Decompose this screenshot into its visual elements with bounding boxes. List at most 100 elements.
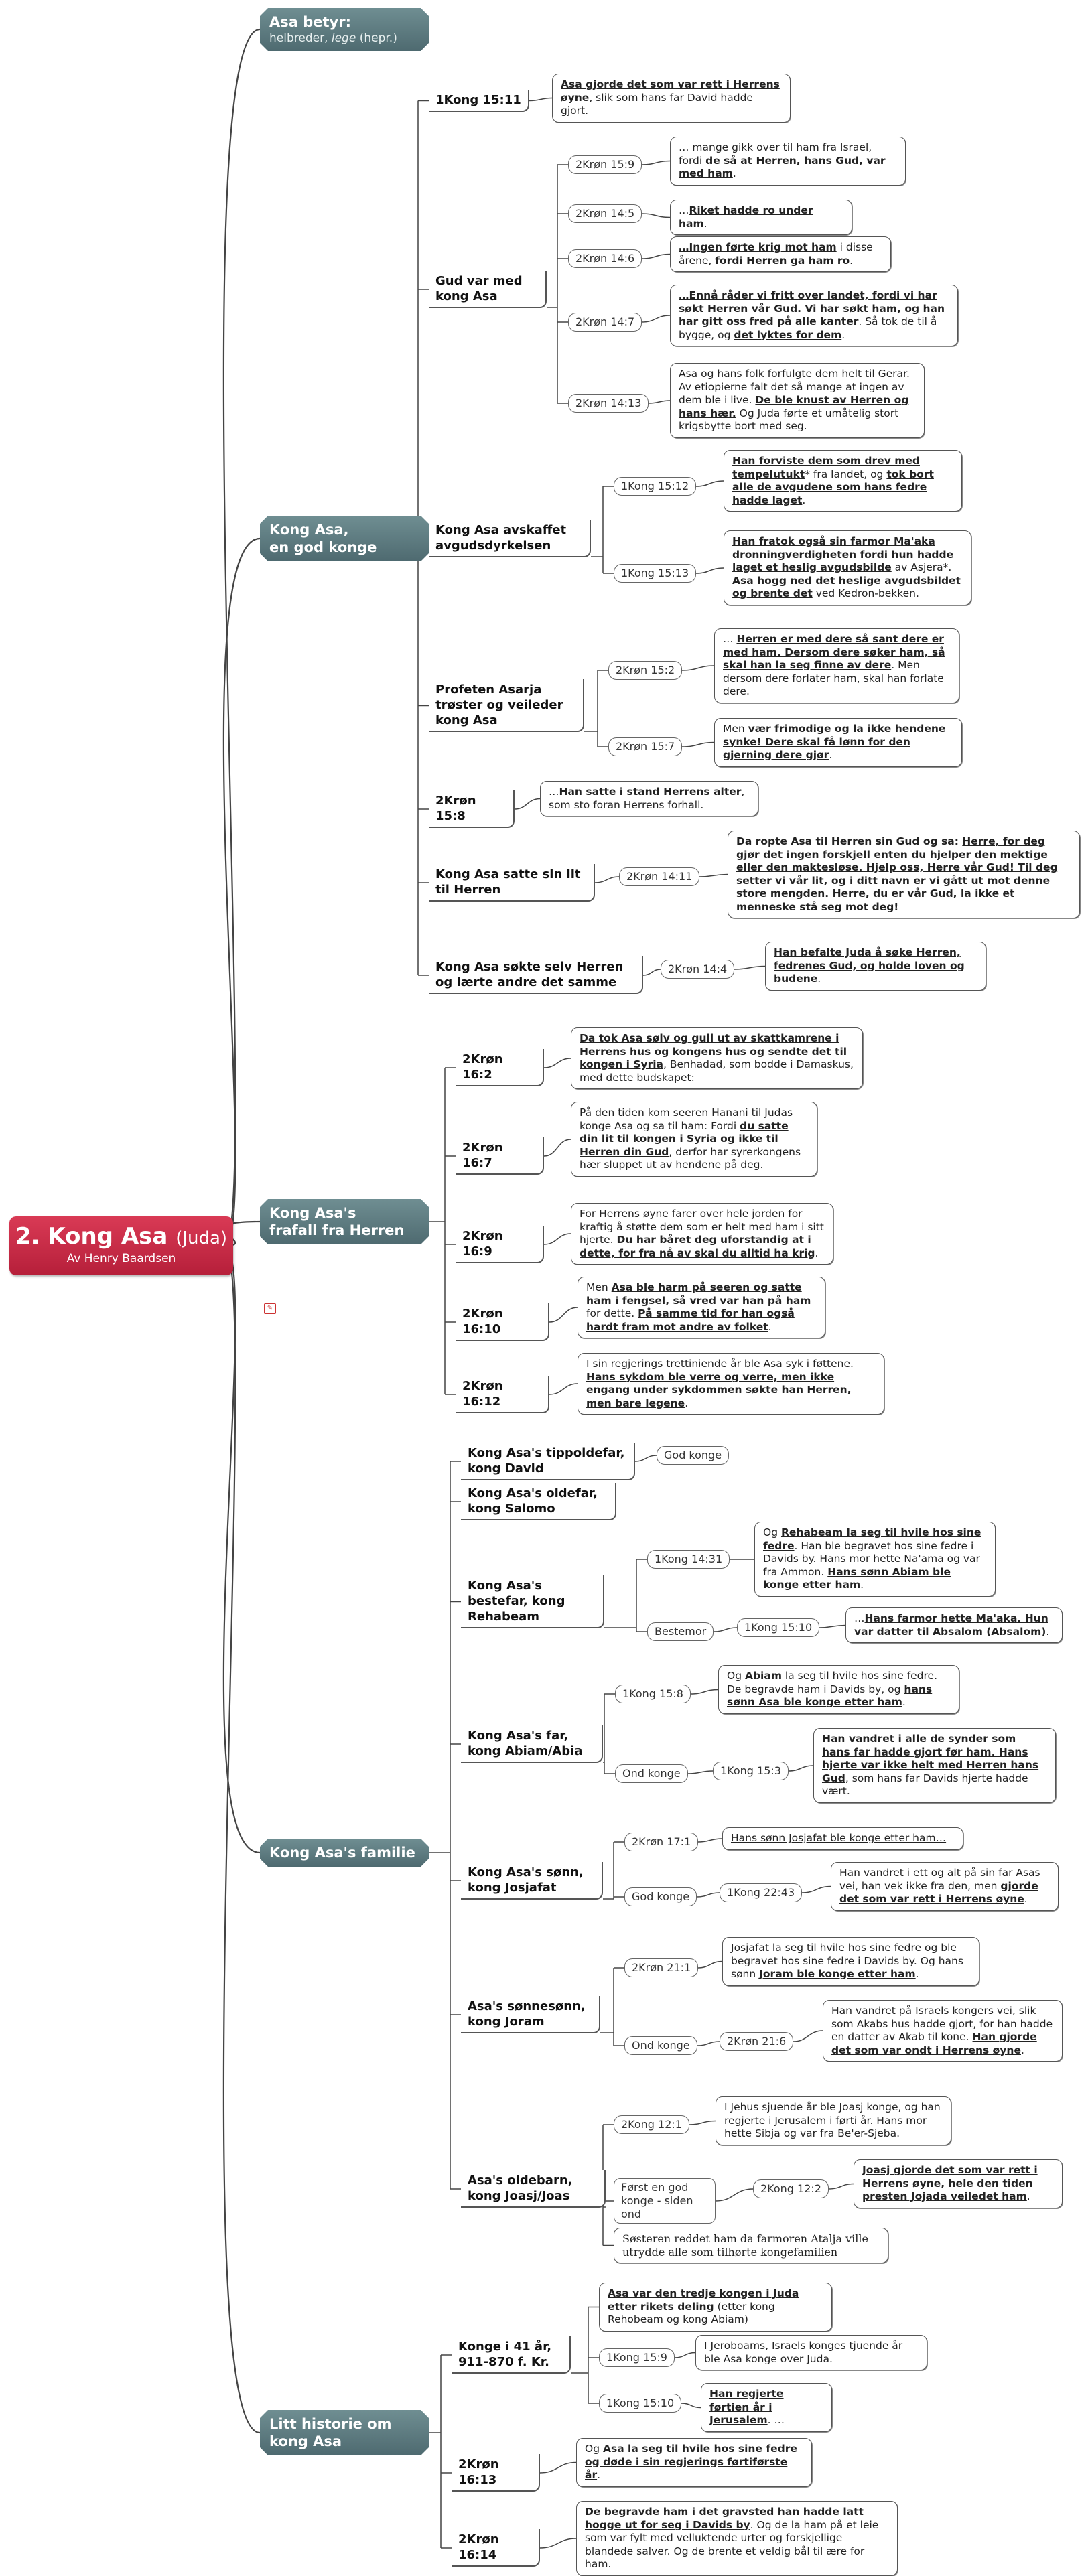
note-1kong-15-11[interactable]: Asa gjorde det som var rett i Herrens øy… [552,74,791,123]
topic-profet[interactable]: Profeten Asarja trøster og veileder kong… [429,679,584,732]
note-2kron-15-8[interactable]: …Han satte i stand Herrens alter, som st… [540,781,758,816]
t: . [829,749,833,761]
note-2kron-15-2[interactable]: … Herren er med dere så sant dere er med… [714,628,959,703]
note-1kong-15-10-hist[interactable]: Han regjerte førtien år i Jerusalem. … [701,2383,832,2432]
topic-2kron-16-10[interactable]: 2Krøn 16:10 [456,1303,549,1341]
topic-oldefar[interactable]: Kong Asa's oldefar, kong Salomo [461,1483,616,1520]
topic-sonn[interactable]: Kong Asa's sønn, kong Josjafat [461,1862,603,1900]
note-1kong-15-13[interactable]: Han fratok også sin farmor Ma'aka dronni… [724,530,971,605]
tag-2kron-21-1[interactable]: 2Krøn 21:1 [624,1958,699,1977]
note-2kron-16-9[interactable]: For Herrens øyne farer over hele jorden … [571,1203,833,1265]
note-2kron-14-13[interactable]: Asa og hans folk forfulgte dem helt til … [670,363,925,438]
note-2kong-12-2[interactable]: Joasj gjorde det som var rett i Herrens … [854,2159,1063,2208]
topic-2kron-15-8[interactable]: 2Krøn 15:8 [429,790,515,828]
topic-1kong-15-11[interactable]: 1Kong 15:11 [429,90,529,112]
topic-far[interactable]: Kong Asa's far, kong Abiam/Abia [461,1725,603,1763]
note-2kron-21-1[interactable]: Josjafat la seg til hvile hos sine fedre… [722,1937,979,1986]
tag-god-konge-sonn[interactable]: God konge [624,1887,697,1906]
tag-1kong-15-10-bestemor[interactable]: 1Kong 15:10 [737,1618,820,1637]
tag-1kong-14-31[interactable]: 1Kong 14:31 [647,1550,730,1569]
note-2kron-16-14[interactable]: De begravde ham i det gravsted han hadde… [576,2501,898,2576]
note-soster[interactable]: Søsteren reddet ham da farmoren Atalja v… [614,2228,888,2263]
note-2kron-14-7[interactable]: …Ennå råder vi fritt over landet, fordi … [670,285,958,346]
topic-oldebarn[interactable]: Asa's oldebarn, kong Joasj/Joas [461,2170,606,2208]
note-2kron-16-10[interactable]: Men Asa ble harm på seeren og satte ham … [578,1277,825,1338]
note-2kron-14-6[interactable]: …Ingen førte krig mot ham i disse årene,… [670,236,891,272]
tag-forst-god[interactable]: Først en god konge - siden ond [614,2178,716,2224]
note-2kron-15-7[interactable]: Men vær frimodige og la ikke hendene syn… [714,718,962,767]
tag-2kong-12-2[interactable]: 2Kong 12:2 [753,2179,829,2198]
note-2kron-14-5[interactable]: …Riket hadde ro under ham. [670,200,852,235]
main-frafall[interactable]: Kong Asa's frafall fra Herren [260,1199,429,1244]
note-1kong-14-31[interactable]: Og Rehabeam la seg til hvile hos sine fe… [754,1522,996,1597]
note-2kron-14-11[interactable]: Da ropte Asa til Herren sin Gud og sa: H… [728,831,1080,918]
tag-2kron-15-9[interactable]: 2Krøn 15:9 [568,155,642,174]
tag-1kong-15-8[interactable]: 1Kong 15:8 [615,1685,691,1703]
tag-1kong-15-12[interactable]: 1Kong 15:12 [614,477,697,496]
topic-bestefar[interactable]: Kong Asa's bestefar, kong Rehabeam [461,1575,604,1628]
tag-2kron-17-1[interactable]: 2Krøn 17:1 [624,1833,699,1851]
topic-2kron-16-9[interactable]: 2Krøn 16:9 [456,1226,544,1263]
topic-laerte[interactable]: Kong Asa søkte selv Herren og lærte andr… [429,956,643,994]
tag-ond-konge-sonnesonn[interactable]: Ond konge [624,2036,697,2055]
note-1kong-15-8[interactable]: Og Abiam la seg til hvile hos sine fedre… [718,1665,959,1714]
tag-1kong-15-3[interactable]: 1Kong 15:3 [713,1762,789,1780]
tag-2kron-15-7[interactable]: 2Krøn 15:7 [608,737,683,756]
tag-2kron-15-2[interactable]: 2Krøn 15:2 [608,661,683,680]
topic-tippoldefar[interactable]: Kong Asa's tippoldefar, kong David [461,1443,635,1480]
tag-1kong-15-10-hist[interactable]: 1Kong 15:10 [599,2394,682,2413]
tag-1kong-15-13[interactable]: 1Kong 15:13 [614,564,697,583]
topic-avgud[interactable]: Kong Asa avskaffet avgudsdyrkelsen [429,520,591,557]
note-1kong-15-3[interactable]: Han vandret i alle de synder som hans fa… [813,1728,1056,1803]
note-1kong-15-12[interactable]: Han forviste dem som drev med tempelutuk… [724,450,962,512]
tag-2kron-14-11[interactable]: 2Krøn 14:11 [619,867,700,886]
tag-2kong-12-1[interactable]: 2Kong 12:1 [614,2115,689,2134]
tag-2kron-14-7[interactable]: 2Krøn 14:7 [568,313,642,332]
tag-2kron-14-6[interactable]: 2Krøn 14:6 [568,249,642,268]
connector [543,1058,571,1068]
note-2kron-16-13[interactable]: Og Asa la seg til hvile hos sine fedre o… [576,2438,812,2487]
note-1kong-22-43[interactable]: Han vandret i ett og alt på sin far Asas… [831,1862,1059,1911]
note-2kron-16-7[interactable]: På den tiden kom seeren Hanani til Judas… [571,1102,817,1177]
topic-2kron-16-13[interactable]: 2Krøn 16:13 [452,2454,540,2492]
t: De ble knust av Herren og hans hær. [679,394,909,419]
note-2kron-17-1[interactable]: Hans sønn Josjafat ble konge etter ham… [722,1827,963,1850]
root-node[interactable]: 2. Kong Asa (Juda) Av Henry Baardsen [9,1216,233,1275]
main-familie[interactable]: Kong Asa's familie [260,1839,429,1867]
topic-konge-41-ar[interactable]: Konge i 41 år, 911-870 f. Kr. [452,2336,571,2374]
tag-2kron-21-6[interactable]: 2Krøn 21:6 [720,2032,794,2051]
note-1kong-15-9[interactable]: I Jeroboams, Israels konges tjuende år b… [695,2335,927,2370]
main-god-konge[interactable]: Kong Asa, en god konge [260,516,429,561]
topic-sonnesonn[interactable]: Asa's sønnesønn, kong Joram [461,1996,600,2033]
note-2kron-16-12[interactable]: I sin regjerings trettiniende år ble Asa… [578,1353,884,1415]
topic-gud-var-med[interactable]: Gud var med kong Asa [429,271,547,308]
tag-1kong-22-43[interactable]: 1Kong 22:43 [720,1883,803,1902]
tag-2kron-14-13[interactable]: 2Krøn 14:13 [568,394,649,413]
note-2kron-15-9[interactable]: … mange gikk over til ham fra Israel, fo… [670,137,906,186]
tag-ond-konge-far[interactable]: Ond konge [615,1764,688,1783]
note-icon[interactable]: ✎ [264,1303,276,1314]
main-historie[interactable]: Litt historie om kong Asa [260,2410,429,2455]
topic-2kron-16-14[interactable]: 2Krøn 16:14 [452,2529,540,2567]
tag-bestemor[interactable]: Bestemor [647,1622,714,1641]
note-2kron-21-6[interactable]: Han vandret på Israels kongers vei, slik… [823,2000,1063,2062]
tag-tipp-god-konge[interactable]: God konge [657,1446,730,1465]
t: Da ropte Asa til Herren sin Gud og sa: [736,835,963,847]
note-tredje-kongen[interactable]: Asa var den tredje kongen i Juda etter r… [599,2283,832,2332]
connector [648,400,671,404]
connector [222,537,261,1247]
t: hans sønn Asa ble konge etter ham [727,1683,933,1709]
note-2kron-16-2[interactable]: Da tok Asa sølv og gull ut av skattkamre… [571,1027,863,1089]
tag-2kron-14-5[interactable]: 2Krøn 14:5 [568,204,642,223]
note-2kong-12-1[interactable]: I Jehus sjuende år ble Joasj konge, og h… [716,2096,951,2145]
topic-2kron-16-12[interactable]: 2Krøn 16:12 [456,1376,549,1413]
t: . [902,1696,906,1708]
note-1kong-15-10-bestemor[interactable]: …Hans farmor hette Ma'aka. Hun var datte… [845,1607,1063,1643]
tag-1kong-15-9[interactable]: 1Kong 15:9 [599,2348,675,2367]
topic-lit[interactable]: Kong Asa satte sin lit til Herren [429,864,595,902]
note-2kron-14-4[interactable]: Han befalte Juda å søke Herren, fedrenes… [765,942,986,991]
topic-2kron-16-2[interactable]: 2Krøn 16:2 [456,1049,544,1086]
tag-2kron-14-4[interactable]: 2Krøn 14:4 [661,960,735,979]
main-asa-betyr[interactable]: Asa betyr: helbreder, lege (hepr.) [260,8,429,51]
topic-2kron-16-7[interactable]: 2Krøn 16:7 [456,1137,544,1175]
